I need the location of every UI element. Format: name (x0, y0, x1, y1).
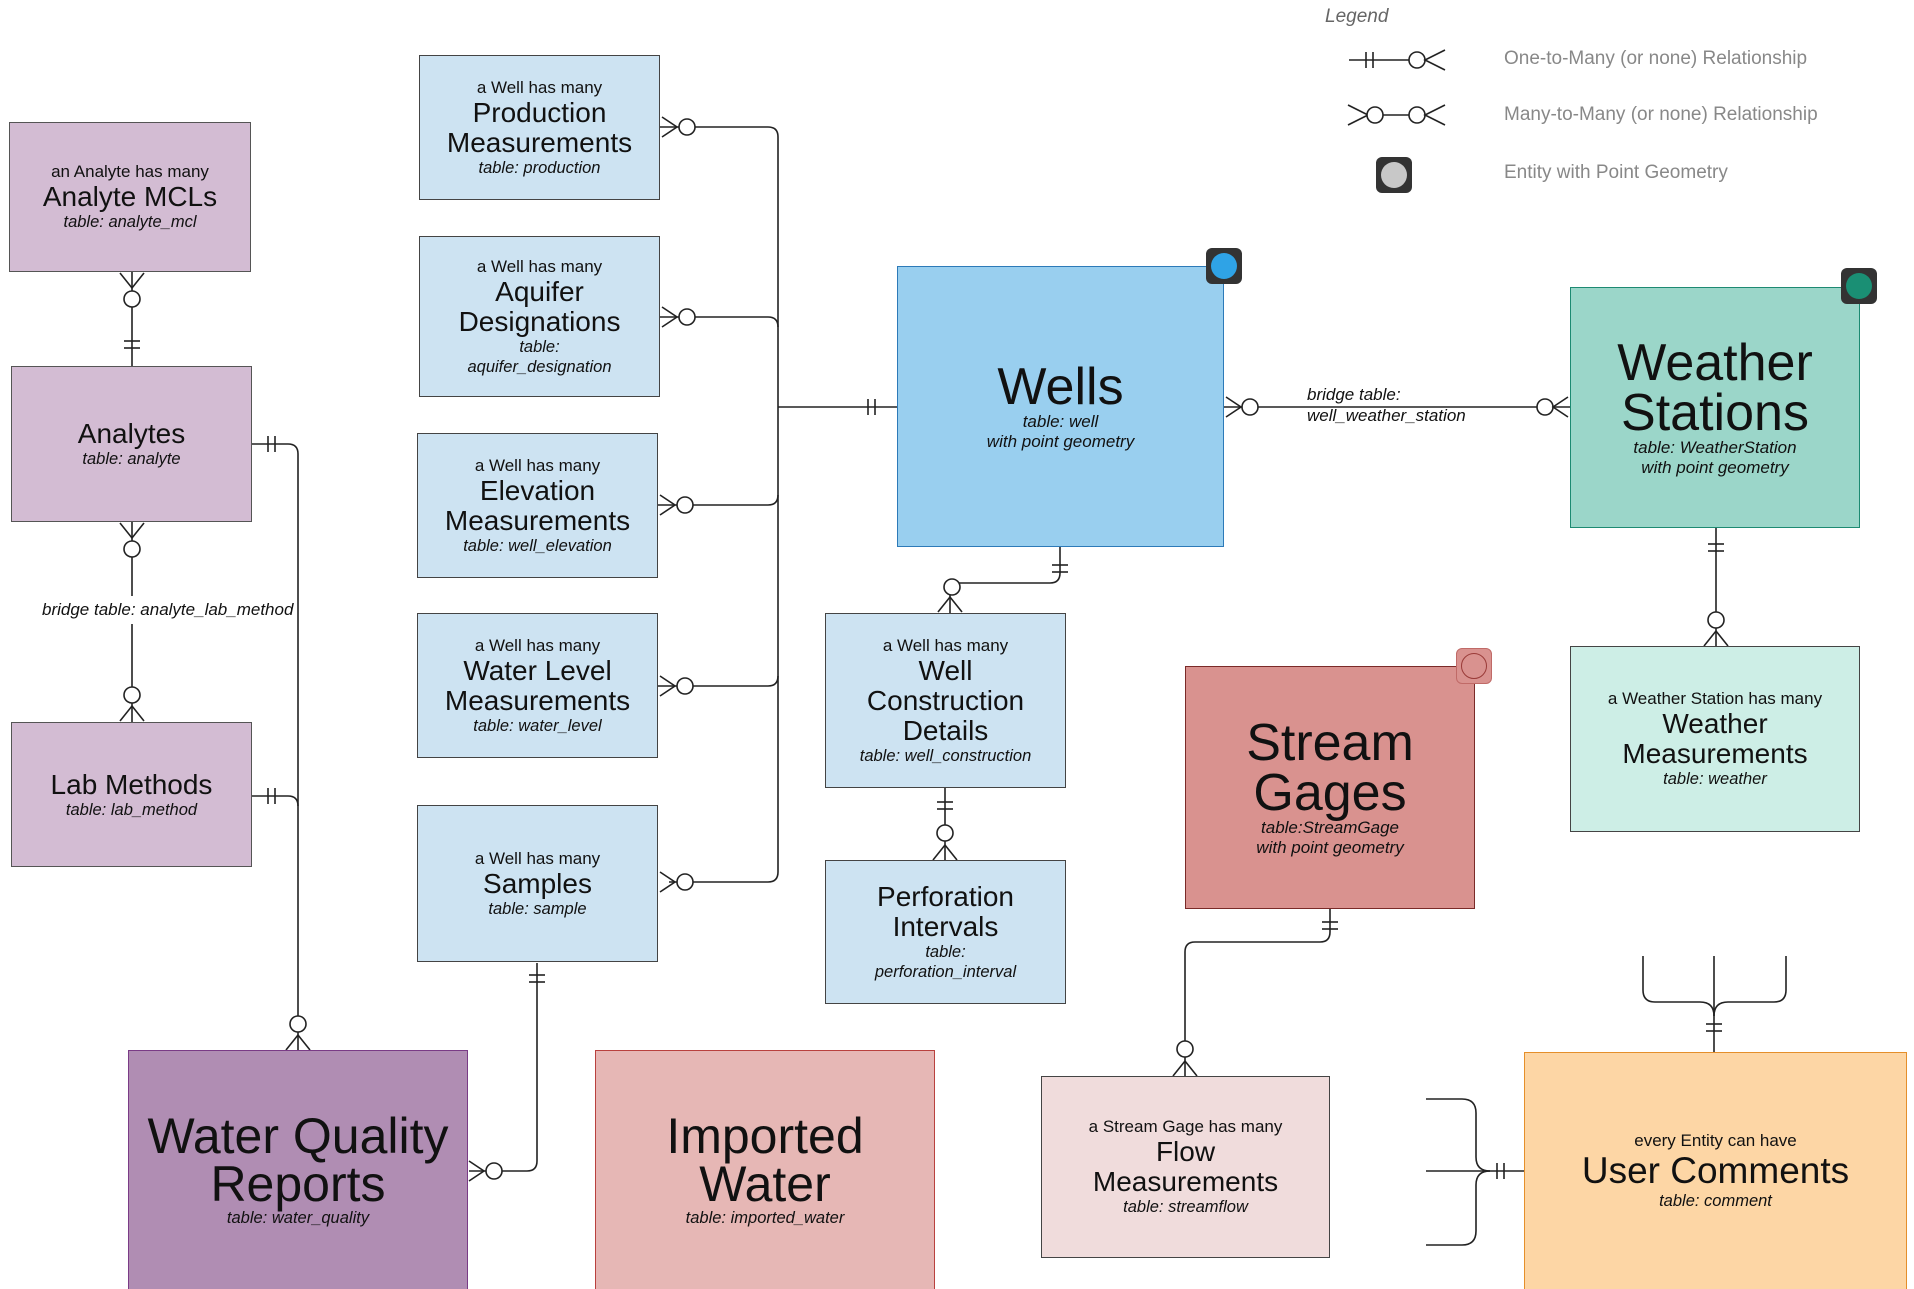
entity-table: table: production (478, 158, 601, 177)
entity-table: table: comment (1659, 1192, 1772, 1210)
entity-flow-measurements[interactable]: a Stream Gage has many Flow Measurements… (1041, 1076, 1330, 1258)
legend-many-to-many-label: Many-to-Many (or none) Relationship (1504, 104, 1818, 125)
entity-name: Production Measurements (446, 96, 633, 158)
entity-geometry-note: with point geometry (1256, 837, 1404, 857)
legend-title: Legend (1325, 6, 1389, 27)
point-geometry-icon (1376, 157, 1412, 193)
entity-aquifer-designations[interactable]: a Well has many Aquifer Designations tab… (419, 236, 660, 397)
entity-table: table: well_elevation (463, 536, 612, 555)
entity-name: Well Construction Details (866, 654, 1025, 746)
entity-elevation-measurements[interactable]: a Well has many Elevation Measurements t… (417, 433, 658, 578)
entity-prefix: a Well has many (474, 635, 601, 655)
entity-name: Aquifer Designations (458, 275, 621, 337)
entity-production-measurements[interactable]: a Well has many Production Measurements … (419, 55, 660, 200)
entity-table: table: analyte (82, 450, 181, 468)
entity-prefix: a Well has many (476, 77, 603, 97)
legend-one-to-many-label: One-to-Many (or none) Relationship (1504, 48, 1808, 69)
entity-prefix: a Weather Station has many (1607, 689, 1823, 708)
entity-table: table: streamflow (1123, 1198, 1248, 1216)
entity-user-comments[interactable]: every Entity can have User Comments tabl… (1524, 1052, 1907, 1289)
entity-name: Water Level Measurements (444, 654, 631, 716)
entity-imported-water[interactable]: Imported Water table: imported_water (595, 1050, 935, 1289)
entity-name: Water Quality Reports (147, 1108, 449, 1212)
entity-prefix: a Well has many (882, 635, 1009, 655)
entity-prefix: an Analyte has many (51, 162, 209, 181)
entity-table: table: lab_method (65, 800, 198, 819)
entity-name: Elevation Measurements (444, 474, 631, 536)
entity-table: table: water_level (473, 716, 602, 735)
entity-name: Analytes (77, 418, 186, 449)
entity-prefix: a Stream Gage has many (1088, 1117, 1283, 1136)
entity-table: table: WeatherStation (1633, 437, 1797, 457)
entity-table: table: imported_water (685, 1209, 845, 1227)
entity-table: table:StreamGage (1261, 817, 1399, 837)
entity-table: table: sample (488, 899, 587, 918)
bridge-label-line-2: well_weather_station (1307, 406, 1466, 425)
entity-name: User Comments (1581, 1150, 1850, 1191)
entity-name: Weather Stations (1617, 333, 1813, 442)
entity-name: Flow Measurements (1092, 1136, 1279, 1197)
entity-table: table: aquifer_designation (467, 337, 612, 376)
entity-lab-methods[interactable]: Lab Methods table: lab_method (11, 722, 252, 867)
entity-prefix: a Well has many (474, 848, 601, 868)
entity-table: table: weather (1663, 770, 1767, 788)
entity-table: table: water_quality (226, 1209, 370, 1227)
entity-wells[interactable]: Wells table: well with point geometry (897, 266, 1224, 547)
entity-name: Lab Methods (50, 768, 213, 800)
point-geometry-badge-stream (1456, 648, 1492, 684)
many-to-many-icon (1347, 104, 1446, 126)
entity-weather-measurements[interactable]: a Weather Station has many Weather Measu… (1570, 646, 1860, 832)
entity-table: table: well (1022, 411, 1099, 431)
entity-name: Weather Measurements (1622, 708, 1808, 769)
entity-name: Imported Water (666, 1108, 864, 1212)
entity-perforation-intervals[interactable]: Perforation Intervals table: perforation… (825, 860, 1066, 1004)
point-geometry-badge-weather (1841, 268, 1877, 304)
entity-geometry-note: with point geometry (1641, 457, 1789, 477)
entity-well-construction-details[interactable]: a Well has many Well Construction Detail… (825, 613, 1066, 788)
entity-weather-stations[interactable]: Weather Stations table: WeatherStation w… (1570, 287, 1860, 528)
entity-stream-gages[interactable]: Stream Gages table:StreamGage with point… (1185, 666, 1475, 909)
point-geometry-badge-wells (1206, 248, 1242, 284)
entity-name: Samples (483, 867, 592, 899)
entity-water-quality-reports[interactable]: Water Quality Reports table: water_quali… (128, 1050, 468, 1289)
entity-analyte-mcls[interactable]: an Analyte has many Analyte MCLs table: … (9, 122, 251, 272)
entity-prefix: a Well has many (474, 455, 601, 475)
entity-name: Wells (997, 357, 1124, 416)
entity-table: table: perforation_interval (874, 943, 1017, 981)
legend-point-geometry-label: Entity with Point Geometry (1504, 162, 1728, 183)
bridge-label-well-weather: bridge table: well_weather_station (1307, 384, 1466, 426)
entity-prefix: a Well has many (476, 256, 603, 276)
entity-name: Perforation Intervals (877, 881, 1014, 942)
bridge-label-analyte-lab: bridge table: analyte_lab_method (42, 600, 294, 619)
entity-table: table: well_construction (859, 746, 1032, 765)
entity-prefix: every Entity can have (1634, 1131, 1797, 1150)
bridge-label-line-1: bridge table: (1307, 385, 1401, 404)
entity-name: Stream Gages (1246, 713, 1414, 822)
entity-geometry-note: with point geometry (986, 431, 1135, 451)
entity-samples[interactable]: a Well has many Samples table: sample (417, 805, 658, 962)
entity-analytes[interactable]: Analytes table: analyte (11, 366, 252, 522)
entity-water-level-measurements[interactable]: a Well has many Water Level Measurements… (417, 613, 658, 758)
entity-table: table: analyte_mcl (63, 213, 197, 231)
entity-name: Analyte MCLs (42, 181, 218, 212)
one-to-many-icon (1349, 49, 1446, 71)
